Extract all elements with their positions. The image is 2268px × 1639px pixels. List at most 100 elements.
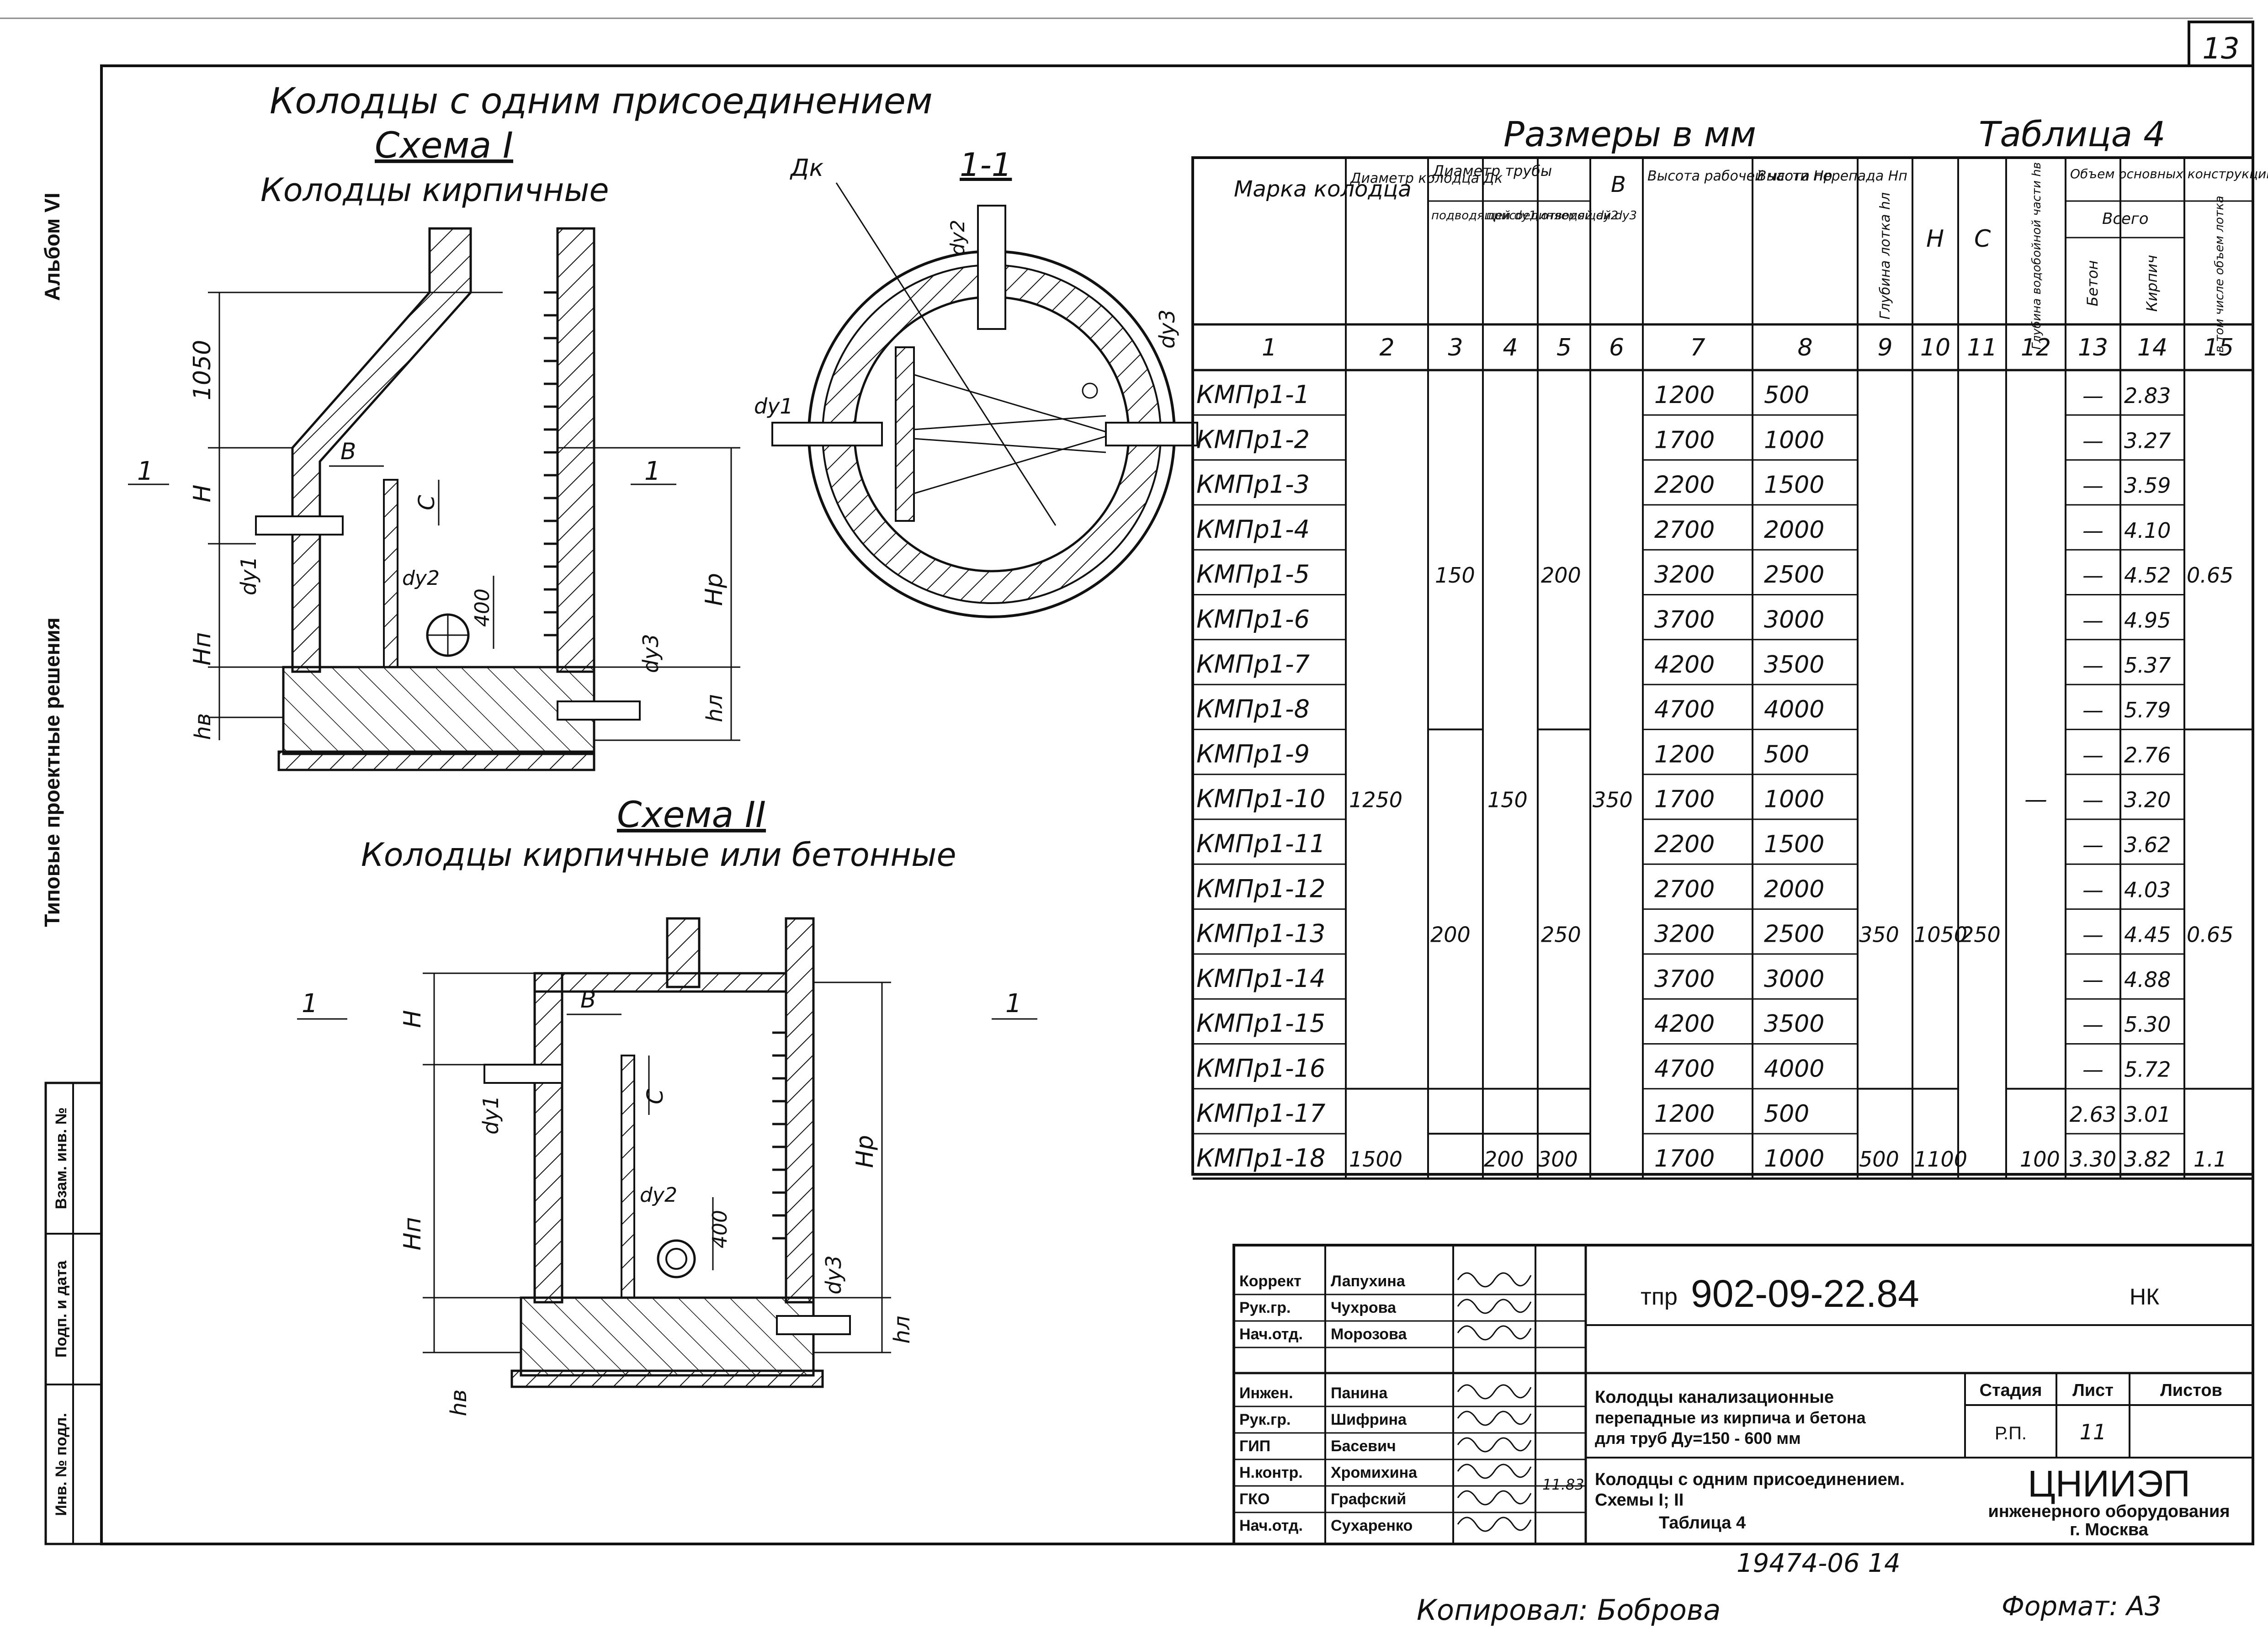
scheme1-subtitle: Колодцы кирпичные	[260, 171, 609, 209]
title-line2: перепадные из кирпича и бетона	[1595, 1408, 1866, 1427]
col-number: 1	[1262, 334, 1277, 361]
row-beton: —	[2082, 428, 2103, 453]
section-title: 1-1	[960, 146, 1012, 184]
s2-label-dy3: dy3	[821, 1255, 846, 1294]
merged-hl-500: 500	[1859, 1147, 1899, 1172]
row-hn: 500	[1764, 741, 1809, 768]
col-number: 9	[1877, 334, 1892, 361]
sheet-frame: 13	[0, 17, 2254, 1545]
signature-mark	[1457, 1299, 1532, 1314]
row-mark: КМПр1-12	[1196, 874, 1325, 903]
row-beton: —	[2082, 608, 2103, 633]
col-number: 11	[1967, 334, 1997, 361]
dim-B: B	[340, 438, 356, 465]
row-hp: 4200	[1654, 651, 1715, 679]
header-pipe-out: отводящей dy3	[1541, 209, 1637, 223]
row-kirp: 5.30	[2124, 1012, 2171, 1037]
row-mark: КМПр1-13	[1196, 919, 1325, 948]
header-beton: Бетон	[2084, 260, 2101, 307]
staff-name: Басевич	[1331, 1437, 1396, 1455]
row-hn: 1500	[1764, 472, 1824, 499]
section-mark-left: 1	[137, 456, 154, 486]
row-mark: КМПр1-9	[1196, 739, 1310, 768]
signature-mark	[1457, 1411, 1532, 1426]
title-line5: Схемы I; II	[1595, 1490, 1684, 1510]
merged-lotok-a: 0.65	[2187, 563, 2233, 588]
s2-dim-Hp: Hp	[851, 1135, 879, 1168]
row-hn: 4000	[1764, 1056, 1824, 1083]
row-kirp: 2.83	[2124, 383, 2171, 408]
s2-section-mark-right: 1	[1005, 989, 1022, 1018]
row-mark: КМПр1-18	[1196, 1144, 1325, 1172]
row-mark: КМПр1-11	[1196, 829, 1325, 858]
merged-diameter-1500: 1500	[1349, 1147, 1402, 1172]
plan-label-dy1: dy1	[754, 394, 793, 419]
row-beton: —	[2082, 653, 2103, 678]
staff-role: Нач.отд.	[1239, 1517, 1303, 1534]
row-hp: 2700	[1654, 516, 1715, 544]
row-hn: 3000	[1764, 606, 1824, 634]
staff-name: Шифрина	[1331, 1411, 1407, 1428]
row-beton: —	[2082, 877, 2103, 902]
album-label: Альбом VI	[40, 193, 64, 301]
plan-label-dy3: dy3	[1155, 309, 1179, 349]
staff-role: Н.контр.	[1239, 1464, 1303, 1481]
merged-H-1050: 1050	[1914, 923, 1967, 947]
header-diameter: Диаметр колодца Дк	[1349, 170, 1503, 186]
row-hp: 1700	[1654, 1145, 1715, 1172]
col-number: 12	[2021, 334, 2051, 361]
row-kirp: 4.03	[2124, 877, 2171, 902]
header-H: H	[1926, 225, 1944, 253]
dim-Hp: Hp	[701, 573, 728, 606]
row-hn: 1000	[1764, 1145, 1824, 1172]
s2-dim-400: 400	[708, 1210, 732, 1248]
row-mark: КМПр1-5	[1196, 560, 1310, 589]
staff-role: ГКО	[1239, 1490, 1269, 1508]
header-hv: Глубина водобойной части hв	[2030, 162, 2044, 350]
s2-dim-C: C	[643, 1089, 668, 1104]
series-label: Типовые проектные решения	[40, 617, 64, 927]
plan-label-dy2: dy2	[946, 220, 969, 255]
s2-section-mark-left: 1	[302, 989, 318, 1018]
row-mark: КМПр1-8	[1196, 695, 1310, 723]
staff-name: Морозова	[1331, 1326, 1407, 1343]
row-hn: 1500	[1764, 831, 1824, 858]
dim-hl: hл	[702, 694, 728, 722]
row-beton: —	[2082, 698, 2103, 722]
staff-name: Панина	[1331, 1384, 1388, 1402]
row-beton: —	[2082, 383, 2103, 408]
header-Hp: Высота рабочей части Hp	[1647, 168, 1832, 184]
row-hp: 3200	[1654, 921, 1715, 948]
row-kirp: 4.95	[2124, 608, 2171, 633]
doc-code: 902-09-22.84	[1691, 1272, 1919, 1315]
table-number: Таблица 4	[1979, 114, 2166, 154]
row-beton: 3.30	[2070, 1147, 2116, 1172]
row-mark: КМПр1-7	[1196, 650, 1310, 679]
staff-role: ГИП	[1239, 1437, 1270, 1455]
row-hp: 3700	[1654, 606, 1715, 634]
merged-dy1-150: 150	[1435, 563, 1475, 588]
row-beton: —	[2082, 833, 2103, 857]
row-mark: КМПр1-2	[1196, 425, 1310, 454]
staff-row: Н.контр.Хромихина	[1239, 1464, 1532, 1481]
signature-mark	[1457, 1464, 1532, 1479]
header-Hn: Высота перепада Hп	[1757, 168, 1907, 184]
org-line2: инженерного оборудования	[1988, 1502, 2230, 1521]
col-number: 13	[2078, 334, 2108, 361]
sheet-value: 11	[2080, 1420, 2107, 1444]
merged-dy3-250: 250	[1541, 923, 1581, 947]
row-hn: 1000	[1764, 426, 1824, 454]
stage-label: Стадия	[1980, 1381, 2042, 1400]
staff-role: Рук.гр.	[1239, 1411, 1291, 1428]
